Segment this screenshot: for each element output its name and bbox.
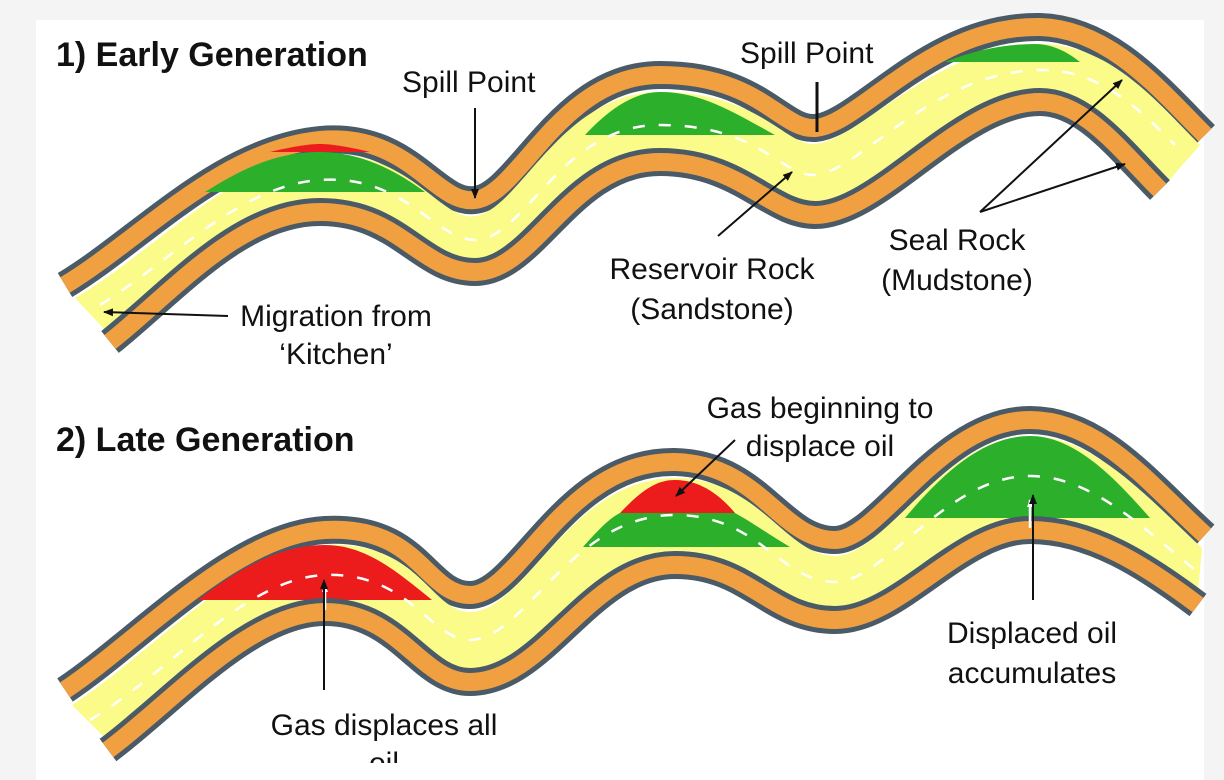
seal-rock-sublabel: (Mudstone) <box>881 264 1033 297</box>
late-generation-heading: 2) Late Generation <box>56 421 355 459</box>
early-generation-section: 1) Early Generation Spill Point Spill Po… <box>56 12 1215 371</box>
gas-displaces-sublabel: oil <box>369 747 399 763</box>
trap-diagram: 1) Early Generation Spill Point Spill Po… <box>56 12 1215 763</box>
reservoir-rock-label: Reservoir Rock <box>609 253 815 286</box>
reservoir-layer <box>75 44 1200 330</box>
oil-accumulation-right-2 <box>905 436 1150 518</box>
diagram-stage: 1) Early Generation Spill Point Spill Po… <box>36 12 1215 780</box>
oil-accumulation-middle-2 <box>583 513 790 547</box>
migration-flow-arrows-2 <box>89 474 1196 722</box>
displaced-oil-label: Displaced oil <box>947 617 1117 650</box>
migration-pointer <box>103 308 229 317</box>
gas-beginning-pointer <box>675 439 736 497</box>
seal-rock-label: Seal Rock <box>889 224 1027 257</box>
displaced-oil-sublabel: accumulates <box>948 657 1116 690</box>
reservoir-rock-pointer <box>717 171 793 237</box>
spill-point-right-label: Spill Point <box>740 37 874 70</box>
upper-seal-layer-2 <box>60 410 1212 698</box>
kitchen-label: ‘Kitchen’ <box>279 338 392 371</box>
early-generation-heading: 1) Early Generation <box>56 36 368 74</box>
gas-accumulation-left <box>198 545 432 600</box>
lower-seal-layer <box>104 92 1167 350</box>
oil-accumulation-left <box>205 152 425 192</box>
migration-label: Migration from <box>240 300 432 333</box>
seal-rock-pointer-lower <box>979 163 1126 213</box>
gas-displaces-label: Gas displaces all <box>271 709 498 742</box>
gas-cap-left <box>270 144 370 152</box>
gas-beginning-label: Gas beginning to <box>707 392 934 425</box>
seal-rock-pointer-upper <box>979 79 1123 213</box>
migration-flow-arrows <box>99 68 1176 307</box>
oil-accumulation-right <box>945 44 1080 62</box>
reservoir-rock-sublabel: (Sandstone) <box>630 293 793 326</box>
lower-seal-layer-2 <box>102 520 1204 758</box>
upper-seal-layer <box>60 17 1212 293</box>
spill-point-left-label: Spill Point <box>402 66 536 99</box>
late-generation-section: 2) Late Generation Gas beginning to disp… <box>56 392 1215 763</box>
gas-beginning-sublabel: displace oil <box>746 430 894 463</box>
oil-accumulation-middle <box>585 92 775 135</box>
